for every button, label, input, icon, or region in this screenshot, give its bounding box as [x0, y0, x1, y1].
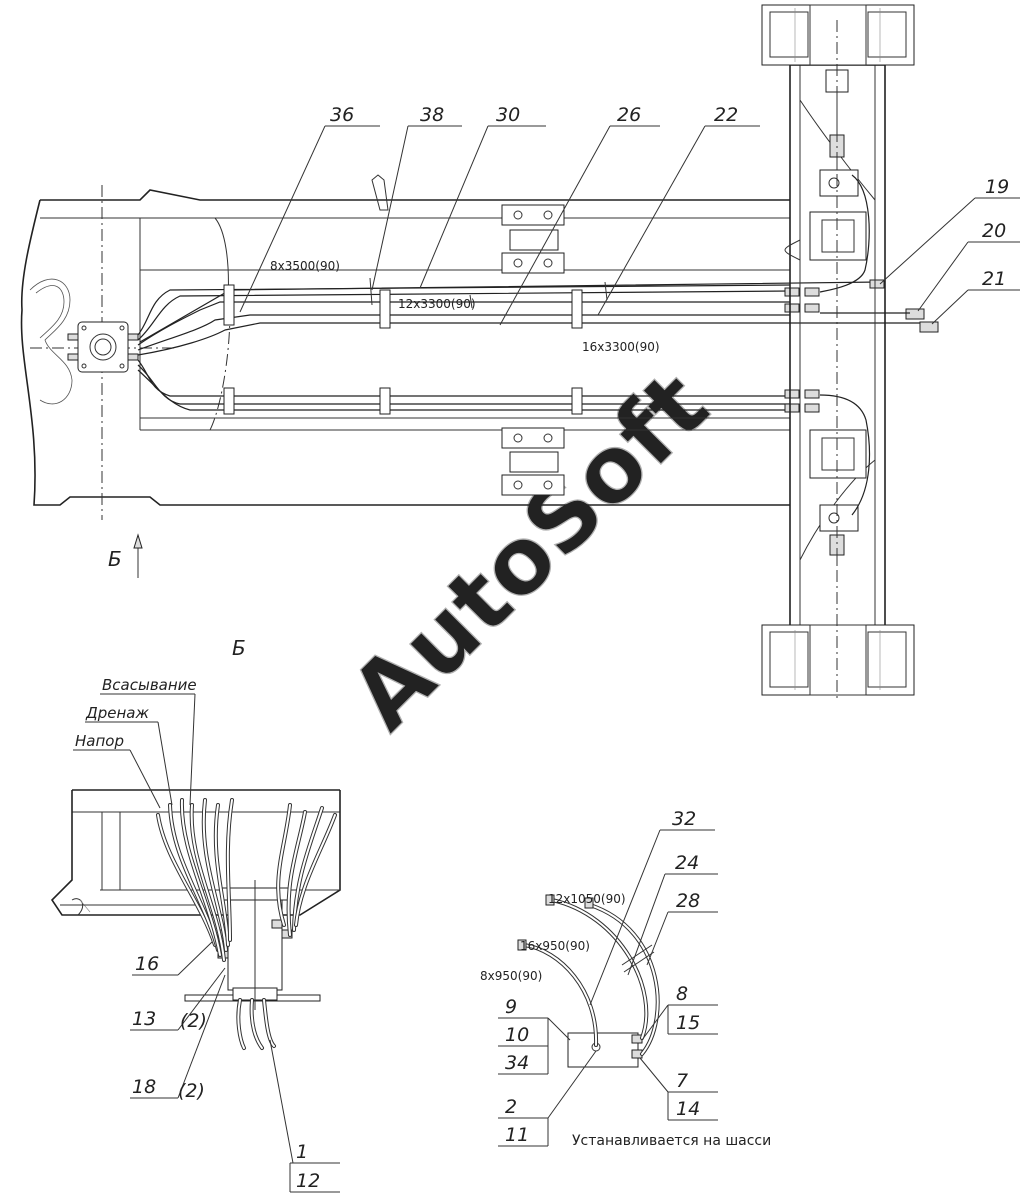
callout-13-qty: (2) — [180, 1010, 207, 1032]
hose-dim-16x950: 16х950(90) — [520, 939, 590, 953]
callout-8: 8 — [676, 983, 688, 1005]
callout-11: 11 — [505, 1124, 529, 1146]
callout-30: 30 — [496, 104, 520, 126]
frame-brackets — [501, 204, 565, 496]
view-b-callouts: 16 13 (2) 18 (2) 1 12 — [130, 941, 340, 1193]
callout-15: 15 — [676, 1012, 700, 1034]
callout-14: 14 — [676, 1098, 700, 1120]
callout-7: 7 — [676, 1070, 688, 1092]
view-b-drawing — [50, 789, 341, 1050]
callout-34: 34 — [505, 1052, 529, 1074]
view-arrow: Б — [108, 533, 143, 578]
callout-21: 21 — [982, 268, 1006, 290]
view-b-title: Б — [232, 636, 246, 660]
rotary-swivel-top — [67, 321, 139, 373]
callout-19: 19 — [985, 176, 1009, 198]
pipe-dim-16x3300: 16х3300(90) — [582, 340, 660, 354]
detail-callouts: 32 24 28 8 15 9 10 34 7 14 — [498, 808, 718, 1147]
callout-16: 16 — [135, 953, 159, 975]
hose-dim-8x950: 8х950(90) — [480, 969, 542, 983]
chassis-frame — [20, 174, 790, 520]
outrigger-beam — [761, 4, 915, 700]
callout-1: 1 — [296, 1141, 308, 1163]
callout-24: 24 — [675, 852, 699, 874]
hose-dim-12x1050: 12х1050(90) — [548, 892, 626, 906]
callout-10: 10 — [505, 1024, 529, 1046]
callout-12: 12 — [296, 1170, 320, 1192]
label-drain: Дренаж — [85, 704, 149, 722]
callout-38: 38 — [420, 104, 444, 126]
label-pressure: Напор — [75, 732, 124, 750]
callout-28: 28 — [676, 890, 700, 912]
callout-36: 36 — [330, 104, 354, 126]
callout-18: 18 — [132, 1076, 156, 1098]
chassis-detail — [517, 894, 660, 1068]
callout-22: 22 — [714, 104, 738, 126]
callout-32: 32 — [672, 808, 696, 830]
label-suction: Всасывание — [102, 676, 197, 694]
callout-9: 9 — [505, 996, 517, 1018]
callouts-top: 36 38 30 26 22 19 20 21 — [239, 104, 1020, 326]
mounting-note: Устанавливается на шасси — [572, 1133, 771, 1149]
callout-20: 20 — [982, 220, 1006, 242]
view-arrow-label: Б — [108, 547, 122, 571]
pipe-dim-12x3300: 12х3300(90) — [398, 297, 476, 311]
callout-26: 26 — [617, 104, 641, 126]
callout-2: 2 — [505, 1096, 517, 1118]
pipe-dim-8x3500: 8х3500(90) — [270, 259, 340, 273]
view-b-labels: Всасывание Дренаж Напор — [73, 676, 197, 809]
pipe-runs — [137, 277, 939, 415]
callout-18-qty: (2) — [178, 1080, 205, 1102]
callout-13: 13 — [132, 1008, 156, 1030]
